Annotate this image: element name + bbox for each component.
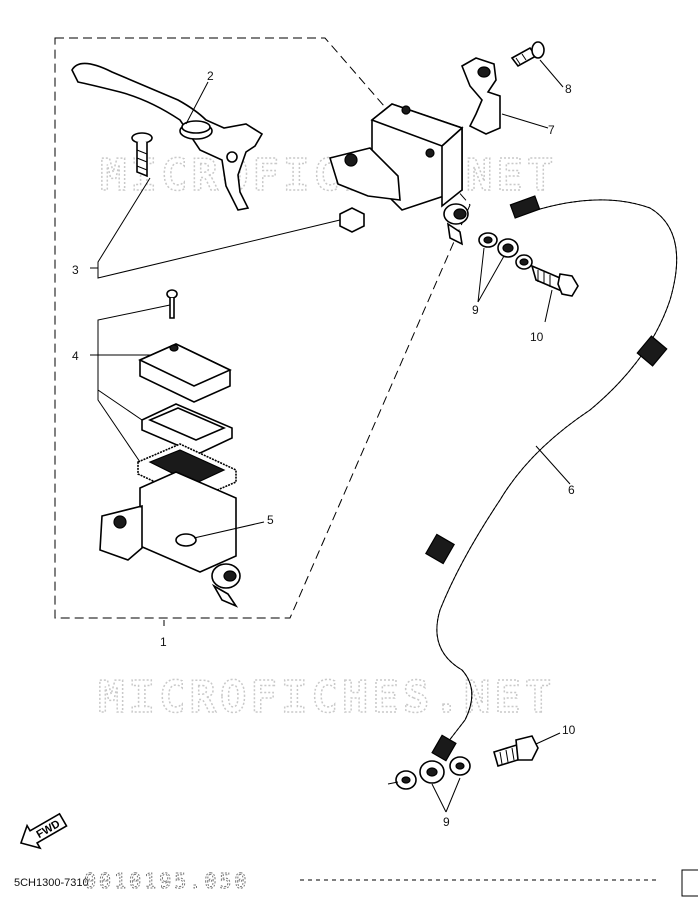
pivot-bolt bbox=[131, 132, 153, 178]
lower-washers bbox=[387, 756, 471, 790]
callout-7: 7 bbox=[548, 123, 555, 137]
callout-9-lower: 9 bbox=[443, 815, 450, 829]
brake-lever bbox=[71, 62, 264, 211]
upper-union-bolt bbox=[530, 264, 579, 297]
upper-washers bbox=[478, 232, 533, 270]
lower-union-bolt bbox=[493, 735, 539, 768]
cap-plate bbox=[141, 403, 233, 455]
callout-8: 8 bbox=[565, 82, 572, 96]
catalog-code: 5CH1300-7310 bbox=[14, 877, 89, 889]
callout-1: 1 bbox=[160, 635, 167, 649]
callout-4: 4 bbox=[72, 349, 79, 363]
brake-hose bbox=[425, 195, 678, 762]
holder bbox=[460, 57, 501, 135]
callout-6: 6 bbox=[568, 483, 575, 497]
fwd-arrow-icon: FWD bbox=[19, 812, 68, 850]
callout-5: 5 bbox=[267, 513, 274, 527]
callout-10-lower: 10 bbox=[562, 723, 576, 737]
nut bbox=[339, 207, 365, 233]
corner-box bbox=[681, 869, 698, 897]
master-cylinder-upper bbox=[328, 103, 469, 246]
reservoir-screw bbox=[166, 289, 178, 319]
assembly-boundary bbox=[54, 37, 471, 619]
fwd-label: FWD bbox=[35, 818, 63, 841]
watermark-top: MICROFICHES.NET bbox=[100, 150, 557, 201]
stamp-code: 0010195.050 bbox=[84, 869, 249, 893]
holder-bolt bbox=[510, 41, 545, 68]
callout-9-upper: 9 bbox=[472, 303, 479, 317]
leader-lines bbox=[90, 59, 571, 813]
callout-2: 2 bbox=[207, 69, 214, 83]
reservoir-cap bbox=[138, 343, 232, 403]
watermark-bottom: MICROFICHES.NET bbox=[98, 672, 555, 723]
diaphragm bbox=[137, 443, 237, 501]
callout-10-upper: 10 bbox=[530, 330, 544, 344]
master-cylinder-lower bbox=[99, 471, 241, 608]
callout-3: 3 bbox=[72, 263, 79, 277]
